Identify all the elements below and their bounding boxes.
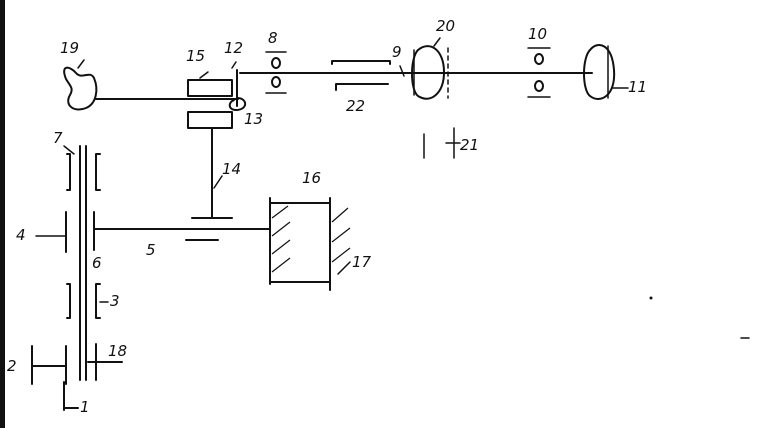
component-7-bracket-right xyxy=(95,153,101,191)
label-10: 10 xyxy=(528,25,548,43)
speck xyxy=(649,296,653,300)
component-13-hook xyxy=(228,97,247,111)
component-22-sleeve-bottom xyxy=(335,83,389,91)
component-19-cam xyxy=(63,66,98,111)
label-2: 2 xyxy=(7,357,17,375)
label-19: 19 xyxy=(60,39,80,57)
component-8-bearing-upper-ring xyxy=(271,57,281,69)
component-8-bearing-lower-ring xyxy=(271,76,281,88)
label-1: 1 xyxy=(80,398,90,416)
label-21: 21 xyxy=(460,136,480,154)
left-border-bar xyxy=(0,0,5,428)
component-22-sleeve-top xyxy=(331,60,391,65)
leader-19 xyxy=(77,59,85,69)
leader-7 xyxy=(63,145,75,155)
component-15-lower-block xyxy=(187,111,233,129)
label-11: 11 xyxy=(628,78,648,96)
component-17-hatching-right xyxy=(331,207,351,263)
label-18: 18 xyxy=(108,342,128,360)
label-7: 7 xyxy=(53,129,63,147)
label-16: 16 xyxy=(302,169,322,187)
label-13: 13 xyxy=(244,110,264,128)
component-3-bracket-right xyxy=(95,283,101,319)
label-20: 20 xyxy=(436,17,456,35)
leader-20 xyxy=(433,37,441,47)
label-15: 15 xyxy=(186,47,206,65)
leader-12 xyxy=(231,61,237,69)
component-7-bracket-left xyxy=(66,153,71,191)
component-10-bearing-upper-ring xyxy=(534,53,544,65)
component-9-mark xyxy=(399,65,405,77)
label-14: 14 xyxy=(222,160,242,178)
label-5: 5 xyxy=(146,241,156,259)
leader-15 xyxy=(199,71,209,79)
label-22: 22 xyxy=(346,97,366,115)
label-9: 9 xyxy=(392,43,402,61)
label-4: 4 xyxy=(16,226,26,244)
component-15-upper-block xyxy=(187,79,233,97)
component-10-bearing-lower-ring xyxy=(534,80,544,92)
component-3-bracket-left xyxy=(66,283,71,319)
label-17: 17 xyxy=(352,253,372,271)
component-11-end-disc xyxy=(583,44,616,100)
label-6: 6 xyxy=(92,254,102,272)
component-20-disc xyxy=(411,45,445,100)
label-3: 3 xyxy=(110,292,120,310)
label-8: 8 xyxy=(268,29,278,47)
component-16-hatching-left xyxy=(271,205,291,273)
leader-14 xyxy=(213,175,223,189)
label-12: 12 xyxy=(224,39,244,57)
leader-17 xyxy=(337,261,351,275)
